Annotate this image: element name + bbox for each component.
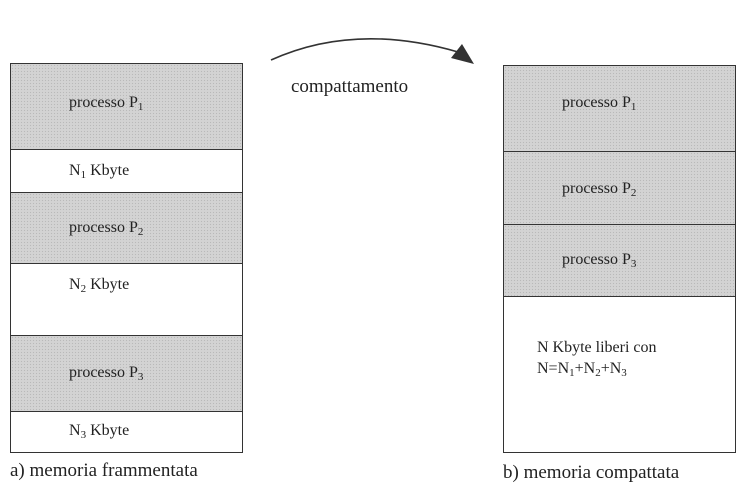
right-process-p1-block: processo P1 — [504, 66, 735, 151]
right-process-p2-label: processo P2 — [562, 180, 637, 199]
left-process-p1-label: processo P1 — [69, 94, 144, 113]
compacted-memory-column: processo P1 processo P2 processo P3 N Kb… — [503, 65, 736, 453]
right-free-block: N Kbyte liberi con N=N1+N2+N3 — [504, 296, 735, 451]
right-free-line1: N Kbyte liberi con — [537, 339, 657, 356]
right-process-p2-block: processo P2 — [504, 151, 735, 224]
left-process-p2-label: processo P2 — [69, 219, 144, 238]
left-free-n3-label: N3 Kbyte — [69, 422, 130, 441]
left-caption: a) memoria frammentata — [10, 460, 198, 481]
right-free-formula: N=N1+N2+N3 — [537, 360, 627, 379]
fragmented-memory-column: processo P1 N1 Kbyte processo P2 N2 Kbyt… — [10, 63, 243, 453]
arrow-label: compattamento — [291, 76, 409, 97]
left-free-n2-label: N2 Kbyte — [69, 276, 130, 295]
left-process-p1-block: processo P1 — [11, 64, 242, 149]
left-process-p2-block: processo P2 — [11, 192, 242, 263]
left-free-n1-block: N1 Kbyte — [11, 149, 242, 192]
left-free-n2-block: N2 Kbyte — [11, 263, 242, 335]
right-caption: b) memoria compattata — [503, 462, 680, 483]
right-process-p3-block: processo P3 — [504, 224, 735, 296]
left-process-p3-label: processo P3 — [69, 364, 144, 383]
left-free-n3-block: N3 Kbyte — [11, 411, 242, 451]
right-process-p3-label: processo P3 — [562, 251, 637, 270]
left-process-p3-block: processo P3 — [11, 335, 242, 411]
left-free-n1-label: N1 Kbyte — [69, 162, 130, 181]
right-process-p1-label: processo P1 — [562, 94, 637, 113]
